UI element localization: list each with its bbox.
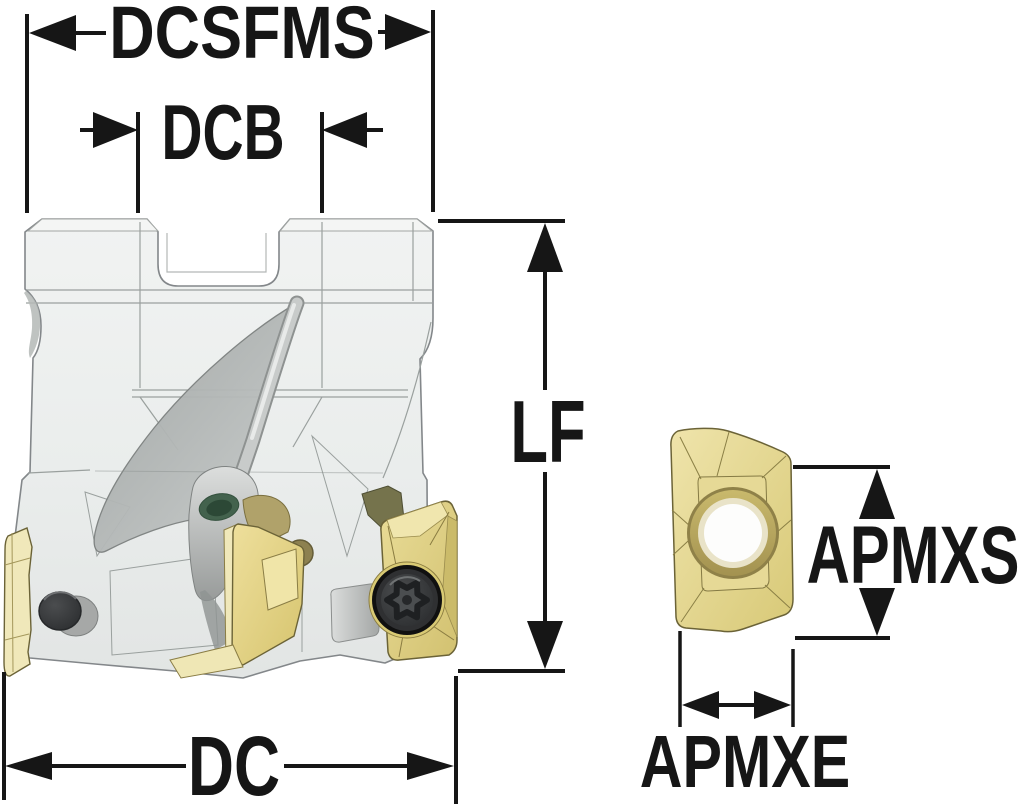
left-flute-facet <box>24 291 41 358</box>
dim-label-lf: LF <box>510 383 585 481</box>
standalone-insert <box>670 427 794 633</box>
dim-label-apmxs: APMXS <box>807 510 1020 601</box>
insert-left-edge <box>3 527 33 677</box>
dim-dcsfms <box>25 10 435 213</box>
cutter-top-face <box>26 218 434 232</box>
insert-bottom-strip <box>169 644 244 679</box>
dim-apmxe <box>678 631 795 727</box>
insert-center <box>223 523 305 667</box>
dim-label-dc: DC <box>188 718 280 812</box>
insert-right <box>368 500 458 661</box>
clamp-screw <box>38 591 99 637</box>
screw-pin <box>330 583 380 643</box>
dim-label-dcsfms: DCSFMS <box>109 0 375 74</box>
pocket-hole <box>198 493 240 521</box>
insert-screw-hole <box>687 487 779 579</box>
dim-dc <box>2 672 458 804</box>
dim-label-dcb: DCB <box>161 89 284 176</box>
dimension-graphics <box>2 10 895 804</box>
dim-lf <box>438 219 565 673</box>
dim-dcb <box>80 112 383 213</box>
dim-apmxs <box>793 465 895 640</box>
insert-pocket <box>188 466 259 650</box>
dim-label-apmxe: APMXE <box>640 721 850 804</box>
milling-cutter-figure <box>3 218 458 679</box>
dimension-labels: DCSFMS DCB LF DC APMXS APMXE <box>109 0 1019 812</box>
insert-facet-lines <box>671 431 792 623</box>
torx-screw <box>372 565 442 635</box>
